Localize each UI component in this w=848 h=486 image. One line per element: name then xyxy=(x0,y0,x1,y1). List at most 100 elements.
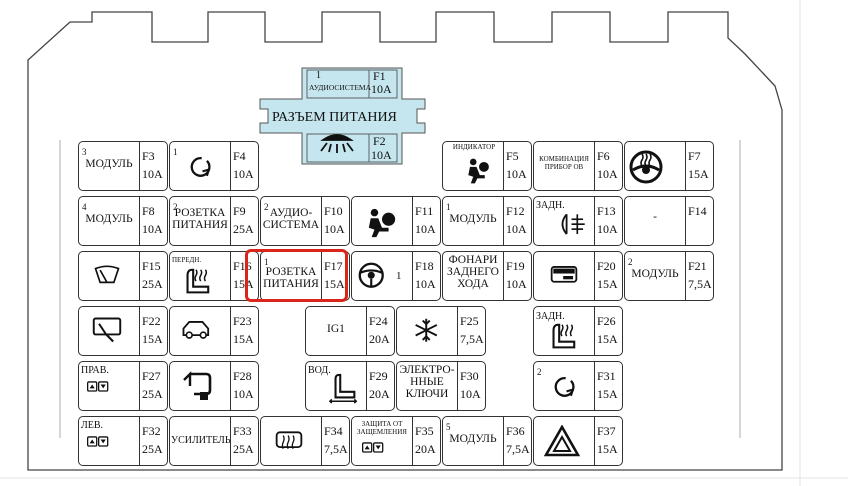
fuse-divider xyxy=(366,362,367,410)
fuse-id: F18 xyxy=(415,259,434,273)
fuse-circuit-number: 1 xyxy=(446,202,451,212)
fuse-id: F19 xyxy=(506,259,525,273)
fuse-label: ФОНАРИ ЗАДНЕГО ХОДА xyxy=(447,254,499,290)
fuse-label: МОДУЛЬ xyxy=(85,213,133,225)
fuse-f14: F14- xyxy=(624,196,714,246)
fuse-id: F15 xyxy=(142,259,161,273)
fuse-circuit-number: 3 xyxy=(82,147,87,157)
fuse-amperage: 10A xyxy=(597,222,618,236)
rear-wiper-icon xyxy=(92,317,122,343)
airbag-indicator-icon xyxy=(468,158,489,184)
fuse-amperage: 7,5A xyxy=(506,442,530,456)
seat-heater-icon xyxy=(552,323,576,349)
connector-f1-amp: 10A xyxy=(371,82,392,96)
fuse-amperage: 25A xyxy=(233,222,254,236)
fuse-amperage: 10A xyxy=(506,222,527,236)
connector-body xyxy=(259,67,426,165)
fuse-divider xyxy=(594,307,595,355)
connector-f1-num: 1 xyxy=(316,70,321,81)
fuse-id: F6 xyxy=(597,149,610,163)
fuse-circuit-number: 4 xyxy=(82,202,87,212)
door-lock-icon xyxy=(550,266,578,283)
highlight-box-f17 xyxy=(245,249,348,302)
steering-wheel-icon xyxy=(358,262,384,288)
fuse-label: ВОД. xyxy=(308,365,331,376)
connector-f2-amp: 10A xyxy=(371,148,392,162)
fuse-divider xyxy=(139,362,140,410)
fuse-amperage: 25A xyxy=(142,277,163,291)
fuse-label: АУДИО-СИСТЕМА xyxy=(262,207,320,231)
fuse-id: F10 xyxy=(324,204,343,218)
fuse-id: F28 xyxy=(233,369,252,383)
fuse-circuit-number: 1 xyxy=(264,257,269,267)
fuse-id: F33 xyxy=(233,424,252,438)
fuse-amperage: 10A xyxy=(460,387,481,401)
fuse-circuit-number: 1 xyxy=(173,147,178,157)
seat-heater-icon xyxy=(186,268,210,294)
fuse-amperage: 25A xyxy=(142,442,163,456)
fuse-label: РОЗЕТКА ПИТАНИЯ xyxy=(263,266,319,290)
fuse-amperage: 25A xyxy=(142,387,163,401)
dome-light-icon xyxy=(320,134,354,153)
power-connector: 1 АУДИОСИСТЕМА F1 10A РАЗЪЕМ ПИТАНИЯ F2 … xyxy=(257,66,427,166)
fuse-divider xyxy=(503,417,504,465)
snowflake-icon xyxy=(415,318,438,342)
fuse-divider xyxy=(457,307,458,355)
fuse-divider xyxy=(412,252,413,300)
fuse-id: F20 xyxy=(597,259,616,273)
fuse-divider xyxy=(366,307,367,355)
fuse-divider xyxy=(594,252,595,300)
fuse-id: F5 xyxy=(506,149,519,163)
fuse-label: ЛЕВ. xyxy=(81,420,104,431)
fuse-id: F14 xyxy=(688,204,707,218)
fuse-divider xyxy=(594,197,595,245)
fuse-divider xyxy=(139,307,140,355)
rotate-arrow-icon xyxy=(190,157,211,177)
fuse-amperage: 10A xyxy=(233,387,254,401)
fuse-id: F13 xyxy=(597,204,616,218)
fuse-amperage: 25A xyxy=(233,442,254,456)
fuse-label: ЗАДН. xyxy=(536,200,565,211)
fuse-id: F12 xyxy=(506,204,525,218)
fuse-circuit-number: 2 xyxy=(173,202,178,212)
fuse-id: F30 xyxy=(460,369,479,383)
fuse-id: F31 xyxy=(597,369,616,383)
fuse-circuit-number: 1 xyxy=(396,270,402,282)
connector-f1-slot xyxy=(306,69,398,99)
fuse-id: F11 xyxy=(415,204,434,218)
fuse-divider xyxy=(412,197,413,245)
fuse-id: F24 xyxy=(369,314,388,328)
fuse-id: F3 xyxy=(142,149,155,163)
fuse-label: МОДУЛЬ xyxy=(449,433,497,445)
fuse-amperage: 15A xyxy=(597,387,618,401)
airbag-icon xyxy=(368,208,396,238)
fuse-id: F17 xyxy=(324,259,343,273)
fuse-amperage: 15A xyxy=(597,442,618,456)
connector-f1-label: АУДИОСИСТЕМА xyxy=(309,83,372,92)
power-seat-icon xyxy=(328,373,358,404)
fuse-divider xyxy=(594,417,595,465)
rear-fog-light-icon xyxy=(561,213,585,235)
fuse-divider xyxy=(685,197,686,245)
fuse-divider xyxy=(594,362,595,410)
fuse-label: УСИЛИТЕЛЬ xyxy=(171,435,231,446)
